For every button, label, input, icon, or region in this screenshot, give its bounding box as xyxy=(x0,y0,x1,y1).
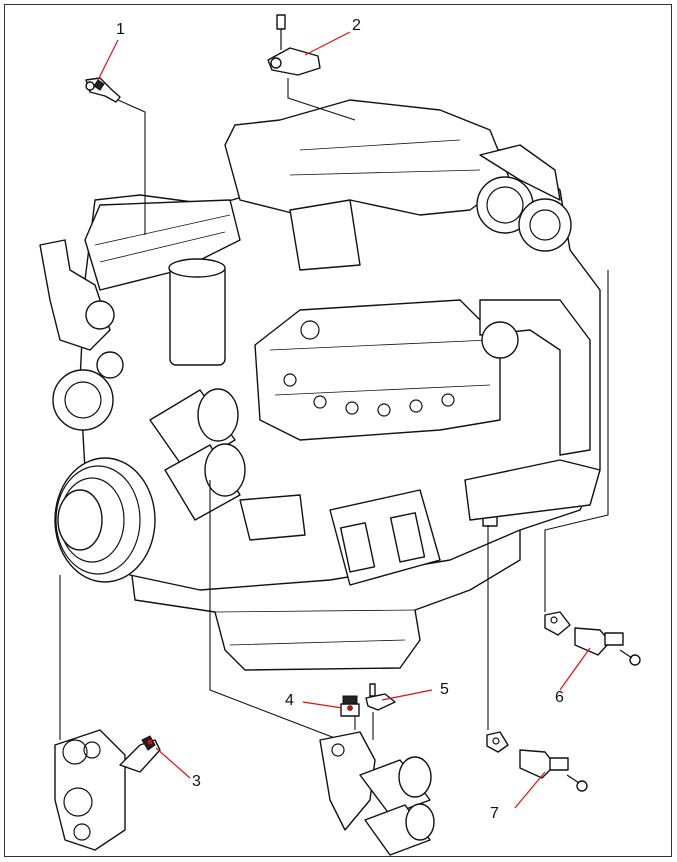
callout-number-7: 7 xyxy=(490,805,499,822)
sensor-4-oil-pressure xyxy=(340,695,360,717)
callout-lines xyxy=(97,31,591,809)
callout-number-3: 3 xyxy=(192,773,201,790)
callout-number-4: 4 xyxy=(285,692,294,709)
sensor-6-cam-position xyxy=(544,611,641,666)
callout-number-5: 5 xyxy=(440,681,449,698)
sensor-3-crank-position xyxy=(54,729,161,851)
callout-number-1: 1 xyxy=(116,21,125,38)
sensor-2-manifold-pressure xyxy=(267,14,321,76)
oil-filter-assembly xyxy=(319,731,435,856)
sensor-1-coolant-temp xyxy=(85,77,121,103)
callout-number-6: 6 xyxy=(555,689,564,706)
sensor-5-oil-temp xyxy=(365,683,396,711)
engine-assembly xyxy=(39,99,601,671)
leader-lines xyxy=(59,78,609,741)
callout-number-2: 2 xyxy=(352,17,361,34)
sensor-7-speed xyxy=(486,731,588,792)
